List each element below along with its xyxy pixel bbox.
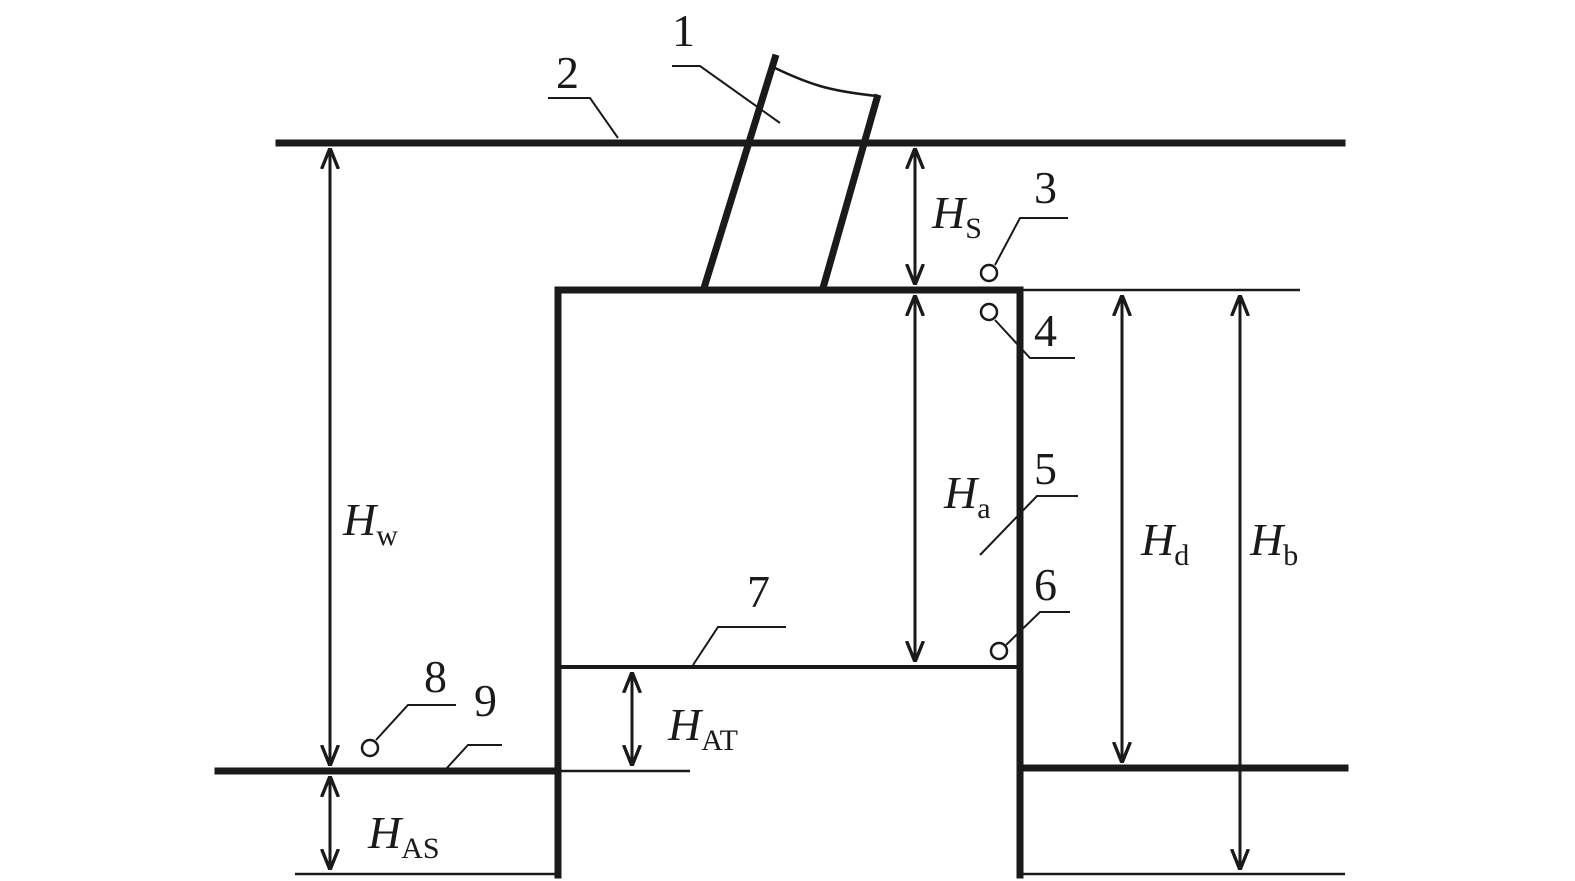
- label-hb-symbol: H: [1249, 514, 1286, 565]
- leader-9: [445, 744, 502, 770]
- sensor-8-icon: [360, 738, 380, 758]
- label-ha-sub: a: [977, 492, 990, 525]
- label-ha: Ha: [943, 467, 991, 525]
- sensor-3-icon: [979, 263, 999, 283]
- label-hs-symbol: H: [931, 187, 968, 238]
- callout-8: 8: [424, 651, 447, 702]
- callout-3: 3: [1034, 162, 1057, 213]
- leader-8: [375, 704, 456, 741]
- label-hat: HAT: [667, 699, 738, 757]
- callout-2: 2: [556, 47, 579, 98]
- shaft-top-curve: [774, 66, 878, 98]
- label-hw: Hw: [342, 494, 398, 552]
- callout-4: 4: [1034, 305, 1057, 356]
- label-hw-sub: w: [376, 519, 398, 552]
- leader-1: [672, 65, 781, 124]
- sensor-6-icon: [989, 641, 1009, 661]
- leader-4: [994, 319, 1075, 359]
- station-box-top-left: [554, 286, 1024, 879]
- label-hb: Hb: [1249, 514, 1298, 572]
- label-has-sub: AS: [401, 832, 439, 865]
- leader-6: [1005, 611, 1070, 646]
- shaft-right-wall: [818, 93, 882, 293]
- leader-7: [692, 626, 786, 666]
- label-hd-symbol: H: [1140, 514, 1177, 565]
- leader-5: [979, 495, 1078, 556]
- label-hat-symbol: H: [667, 699, 704, 750]
- leader-3: [994, 217, 1068, 266]
- label-hs: HS: [931, 187, 982, 245]
- label-has: HAS: [367, 807, 440, 865]
- label-has-symbol: H: [367, 807, 404, 858]
- callout-1: 1: [672, 5, 695, 56]
- label-hd-sub: d: [1174, 539, 1189, 572]
- label-hs-sub: S: [965, 212, 982, 245]
- label-hw-symbol: H: [342, 494, 379, 545]
- callout-5: 5: [1034, 443, 1057, 494]
- callout-9: 9: [474, 675, 497, 726]
- label-hb-sub: b: [1283, 539, 1298, 572]
- label-hd: Hd: [1140, 514, 1189, 572]
- label-ha-symbol: H: [943, 467, 980, 518]
- shaft-left-wall: [699, 53, 780, 293]
- callout-6: 6: [1034, 559, 1057, 610]
- label-hat-sub: AT: [701, 724, 738, 757]
- leader-2: [548, 97, 619, 139]
- callout-7: 7: [747, 566, 770, 617]
- sensor-4-icon: [979, 302, 999, 322]
